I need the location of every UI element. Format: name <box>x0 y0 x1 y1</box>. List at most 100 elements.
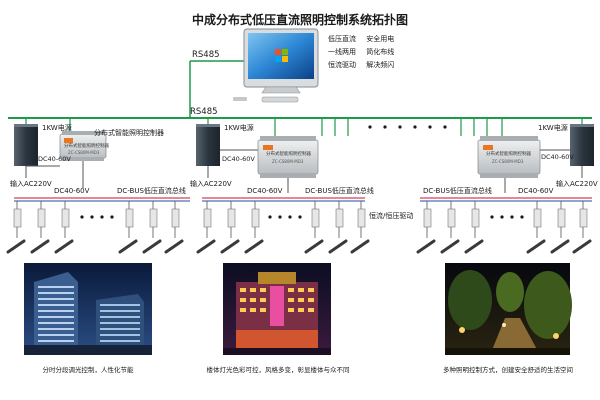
bus-dots <box>368 125 447 129</box>
led-bar-lamp <box>550 239 570 254</box>
caption-office: 分时分段调光控制，人性化节能 <box>42 366 134 374</box>
driver-module <box>227 201 236 238</box>
middle-psu-output: DC40-60V <box>222 155 255 163</box>
middle-dc-output: DC40-60V <box>247 187 283 195</box>
left-ac-input: 输入AC220V <box>10 180 52 188</box>
led-bar-lamp <box>118 239 138 254</box>
rs485-bus-label: RS485 <box>190 107 218 117</box>
feature-value: 简化布线 <box>366 48 395 56</box>
left-controller-label: 分布式智能照明控制器 <box>94 129 164 137</box>
driver-module <box>533 201 542 238</box>
left-controller-face-1: 分布式智能照明控制器 <box>64 144 109 149</box>
middle-controller-face-2: ZC-CS80M-MD3 <box>272 159 304 164</box>
driver-module <box>251 201 260 238</box>
left-drivers <box>13 201 180 238</box>
driver-module <box>61 201 70 238</box>
left-psu-label: 1KW电源 <box>42 124 72 132</box>
right-lamps <box>416 239 592 254</box>
right-drivers <box>423 201 588 238</box>
right-psu-label: 1KW电源 <box>538 124 568 132</box>
photo-office-building <box>24 263 152 355</box>
led-bar-lamp <box>6 239 26 254</box>
led-bar-lamp <box>220 239 240 254</box>
driver-module <box>171 201 180 238</box>
driver-module <box>447 201 456 238</box>
left-dc-output: DC40-60V <box>54 187 90 195</box>
diagram-title: 中成分布式低压直流照明控制系统拓扑图 <box>191 13 408 27</box>
photo-hotel-building <box>223 263 331 355</box>
left-power-supply <box>14 118 60 178</box>
feature-row: 低压直流 安全用电 <box>328 33 402 46</box>
caption-garden: 多种照明控制方式，创建安全舒适的生活空间 <box>443 366 573 374</box>
led-bar-lamp <box>244 239 264 254</box>
driver-module <box>125 201 134 238</box>
led-bar-lamp <box>440 239 460 254</box>
driver-module <box>335 201 344 238</box>
driver-module <box>149 201 158 238</box>
computer-monitor <box>233 28 319 103</box>
left-controller <box>59 118 107 188</box>
left-psu-output: DC40-60V <box>38 155 71 163</box>
led-bar-lamp <box>54 239 74 254</box>
right-controller <box>477 118 570 193</box>
middle-psu-label: 1KW电源 <box>224 124 254 132</box>
middle-dc-bus-label: DC-BUS低压直流总线 <box>305 187 374 195</box>
middle-dots <box>268 215 302 219</box>
middle-power-supply <box>196 118 258 178</box>
middle-lamps <box>196 239 370 254</box>
led-bar-lamp <box>416 239 436 254</box>
right-ac-input: 输入AC220V <box>556 180 598 188</box>
right-power-supply <box>570 118 594 178</box>
middle-drive-label: 恒流/恒压驱动 <box>369 212 414 220</box>
led-bar-lamp <box>164 239 184 254</box>
led-bar-lamp <box>30 239 50 254</box>
right-dc-output: DC40-60V <box>518 187 554 195</box>
middle-drivers <box>203 201 366 238</box>
feature-value: 安全用电 <box>366 35 395 43</box>
driver-module <box>557 201 566 238</box>
feature-value: 解决频闪 <box>366 61 395 69</box>
driver-module <box>423 201 432 238</box>
led-bar-lamp <box>572 239 592 254</box>
caption-hotel: 楼体灯光色彩可控，风格多变，彰显楼体与众不同 <box>206 366 350 374</box>
led-bar-lamp <box>464 239 484 254</box>
driver-module <box>203 201 212 238</box>
middle-ac-input: 输入AC220V <box>190 180 232 188</box>
right-dc-bus-label: DC-BUS低压直流总线 <box>423 187 492 195</box>
led-bar-lamp <box>142 239 162 254</box>
feature-key: 低压直流 <box>328 35 356 43</box>
right-controller-face-2: ZC-CS80M-MD3 <box>492 159 524 164</box>
left-lamps <box>6 239 184 254</box>
left-dc-bus <box>14 197 190 202</box>
right-dc-bus <box>420 197 592 202</box>
left-dc-bus-label: DC-BUS低压直流总线 <box>117 187 186 195</box>
feature-key: 恒流驱动 <box>328 61 356 69</box>
feature-row: 恒流驱动 解决频闪 <box>328 59 402 72</box>
driver-module <box>471 201 480 238</box>
right-dots <box>490 215 524 219</box>
led-bar-lamp <box>328 239 348 254</box>
left-dots <box>80 215 114 219</box>
driver-module <box>37 201 46 238</box>
middle-controller <box>257 118 319 193</box>
photo-garden <box>445 263 572 355</box>
led-bar-lamp <box>196 239 216 254</box>
led-bar-lamp <box>526 239 546 254</box>
rs485-top-label: RS485 <box>192 50 220 60</box>
led-bar-lamp <box>304 239 324 254</box>
driver-module <box>13 201 22 238</box>
middle-dc-bus <box>202 197 365 202</box>
feature-key: 一线两用 <box>328 48 356 56</box>
feature-list: 低压直流 安全用电 一线两用 简化布线 恒流驱动 解决频闪 <box>328 33 402 72</box>
driver-module <box>579 201 588 238</box>
bus-taps <box>321 118 488 136</box>
led-bar-lamp <box>350 239 370 254</box>
right-psu-output: DC40-60V <box>541 153 574 161</box>
feature-row: 一线两用 简化布线 <box>328 46 402 59</box>
middle-controller-face-1: 分布式智能照明控制器 <box>266 152 311 157</box>
right-controller-face-1: 分布式智能照明控制器 <box>486 152 531 157</box>
driver-module <box>311 201 320 238</box>
left-controller-face-2: ZC-CS80M-MD3 <box>68 150 100 155</box>
driver-module <box>357 201 366 238</box>
